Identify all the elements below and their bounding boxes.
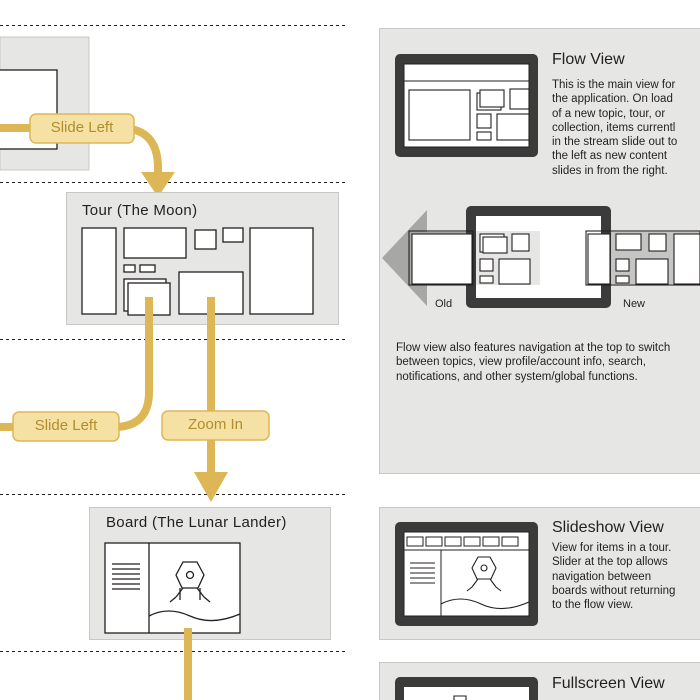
new-item [615,258,630,272]
new-item [635,258,669,285]
new-item [648,233,667,252]
flow-view-description: This is the main view for the applicatio… [552,79,678,177]
section-dividers [0,25,347,652]
text-lines [112,563,140,590]
collection-node [0,36,90,171]
zoom-in-arrow [161,297,270,502]
tour-node [66,192,339,325]
item-card [123,227,187,259]
arrow-label-box [29,113,135,144]
item-card [496,113,530,141]
item-card [194,229,217,250]
lunar-lander-icon [453,695,467,700]
board-node-title: Board (The Lunar Lander) [106,514,287,531]
new-content-frame [585,230,700,286]
new-item [673,233,700,285]
item-card [479,89,505,108]
lunar-lander-icon [169,561,211,603]
slide-left-label: Slide Left [34,417,98,434]
tablet-screen [404,687,529,700]
old-item [411,233,473,285]
new-item [615,275,630,284]
moon-surface [440,598,530,610]
item-card [123,264,136,273]
slideshow-view-description: View for items in a tour. Slider at the … [552,542,676,612]
new-item [587,233,611,285]
slideshow-view-panel [379,507,700,640]
text-lines [410,562,435,584]
new-label: New [623,298,646,310]
item-card [476,131,492,141]
item-card [498,258,531,285]
slide-left-arrow-middle [0,297,153,442]
item-card [479,258,494,272]
item-card [482,236,508,254]
item-card [511,233,530,252]
tour-node-title: Tour (The Moon) [82,202,198,219]
slide-left-label: Slide Left [50,119,114,136]
arrow-head [141,172,175,197]
item-card [479,275,494,284]
arrow-label-box [12,411,120,442]
slide-left-arrow-top [0,113,175,197]
item-card [509,88,530,110]
old-content-frame [408,230,474,286]
flow-view-panel [379,28,700,474]
arrow-label-box [161,410,270,441]
old-label: Old [435,298,453,310]
new-item [615,233,642,251]
fullscreen-view-title: Fullscreen View [552,675,665,692]
item-card [222,227,244,243]
item-card [139,264,156,273]
slider-thumbnails [406,536,519,547]
moon-surface [148,610,241,622]
item-card [249,227,314,315]
board-node [89,507,331,640]
item-card [476,113,492,129]
lunar-lander-icon [466,556,502,592]
slideshow-view-title: Slideshow View [552,519,664,536]
slide-transition-illustration [382,206,700,308]
arrow-head [194,472,228,502]
item-card [81,227,117,315]
item-card [408,89,471,141]
board-thumbnail [104,542,241,634]
flow-view-footer: Flow view also features navigation at th… [396,342,671,383]
zoom-in-label: Zoom In [187,416,244,433]
flow-view-title: Flow View [552,51,625,68]
fullscreen-view-panel [379,662,700,700]
